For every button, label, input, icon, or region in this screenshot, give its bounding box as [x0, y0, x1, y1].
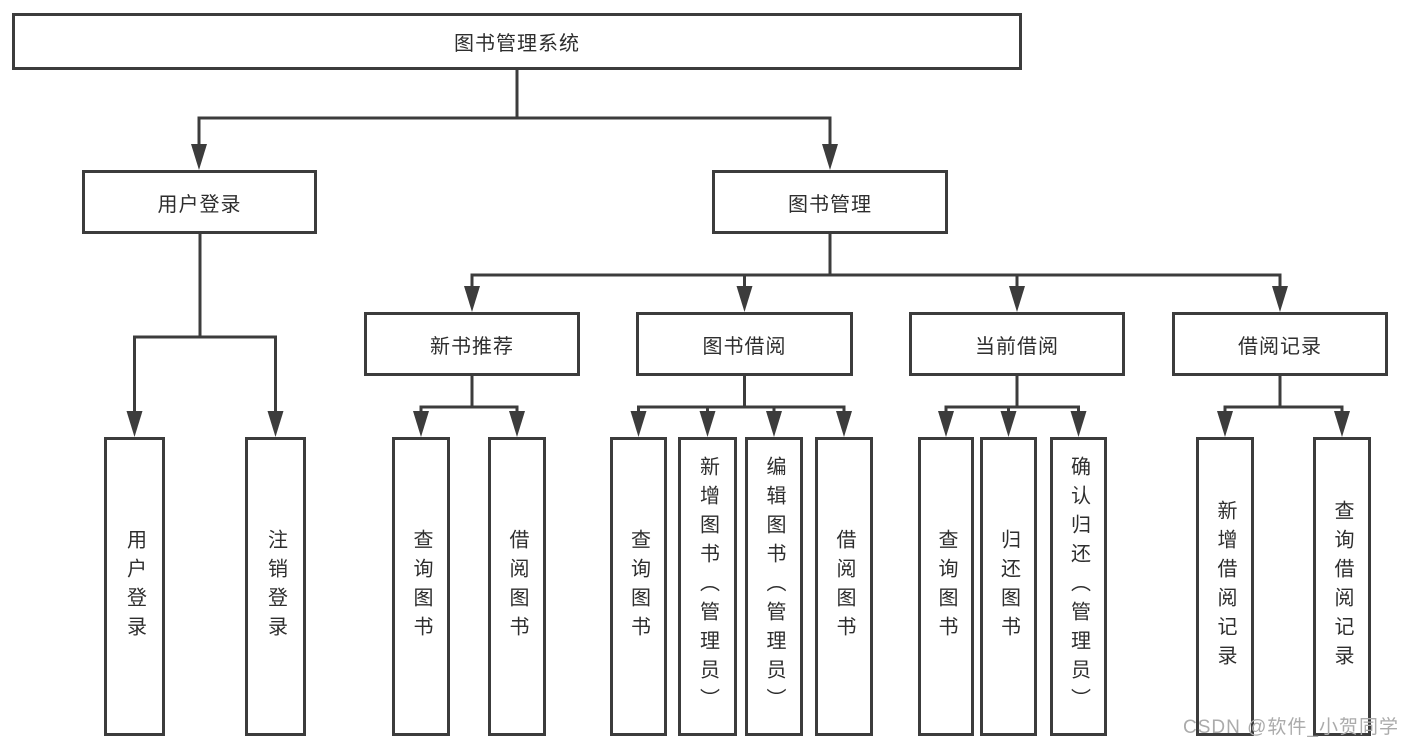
csdn-watermark: CSDN @软件_小贺同学 — [1183, 717, 1399, 738]
connector-current-borrowing-to-leaves — [944, 376, 1080, 414]
arrowhead — [464, 286, 480, 312]
node-book-management: 图书管理 — [712, 170, 948, 234]
connector-root-to-level2 — [197, 70, 832, 147]
node-label: 借阅记录 — [1238, 335, 1322, 358]
node-label: 新增图书（管理员） — [696, 456, 719, 717]
arrowhead — [126, 411, 143, 437]
node-label: 确认归还（管理员） — [1067, 456, 1090, 717]
node-label: 当前借阅 — [975, 335, 1059, 358]
connector-book-management-to-level3 — [470, 234, 1282, 289]
node-label: 注销登录 — [264, 528, 287, 645]
leaf-add-borrow-record: 新增借阅记录 — [1196, 437, 1254, 736]
arrowhead — [1009, 286, 1025, 312]
node-label: 查询图书 — [935, 528, 957, 645]
node-current-borrowing: 当前借阅 — [909, 312, 1125, 376]
node-label: 借阅图书 — [506, 528, 528, 645]
arrowhead — [191, 144, 207, 170]
leaf-borrow-books-borrowing: 借阅图书 — [815, 437, 873, 736]
leaf-query-books-current: 查询图书 — [918, 437, 974, 736]
arrowhead — [822, 144, 838, 170]
arrowhead — [1272, 286, 1288, 312]
node-label: 新书推荐 — [430, 335, 514, 358]
node-label: 新增借阅记录 — [1214, 499, 1236, 674]
node-label: 图书借阅 — [702, 335, 787, 358]
arrowhead — [938, 411, 954, 437]
connector-borrowing-records-to-leaves — [1223, 376, 1344, 414]
arrowhead — [766, 411, 782, 437]
arrowhead — [1000, 411, 1017, 437]
arrowhead — [699, 411, 716, 437]
node-label: 图书管理 — [788, 193, 872, 216]
node-user-login: 用户登录 — [82, 170, 317, 234]
node-label: 用户登录 — [123, 528, 146, 645]
node-label: 图书管理系统 — [454, 33, 580, 55]
node-label: 借阅图书 — [833, 528, 855, 645]
node-new-book-recommend: 新书推荐 — [364, 312, 580, 376]
leaf-user-login: 用户登录 — [104, 437, 165, 736]
arrowhead — [630, 411, 647, 437]
arrowhead — [1217, 411, 1233, 437]
leaf-query-borrow-record: 查询借阅记录 — [1313, 437, 1371, 736]
arrowhead — [1070, 411, 1087, 437]
node-label: 查询借阅记录 — [1331, 499, 1353, 674]
arrowhead — [1334, 411, 1350, 437]
leaf-return-books: 归还图书 — [980, 437, 1037, 736]
connector-book-borrowing-to-leaves — [637, 376, 846, 414]
node-label: 用户登录 — [157, 193, 242, 216]
arrowhead — [836, 411, 852, 437]
arrowhead — [736, 286, 753, 312]
leaf-query-books-borrowing: 查询图书 — [610, 437, 667, 736]
arrowhead — [413, 411, 429, 437]
connector-user-login-to-leaves — [133, 234, 277, 414]
node-borrowing-records: 借阅记录 — [1172, 312, 1388, 376]
arrowhead — [267, 411, 284, 437]
connector-new-book-recommend-to-leaves — [419, 376, 519, 414]
leaf-add-book-admin: 新增图书（管理员） — [678, 437, 737, 736]
node-library-management-system: 图书管理系统 — [12, 13, 1022, 70]
node-label: 编辑图书（管理员） — [763, 456, 785, 717]
leaf-borrow-books-recommend: 借阅图书 — [488, 437, 546, 736]
node-label: 查询图书 — [627, 528, 650, 645]
leaf-confirm-return-admin: 确认归还（管理员） — [1050, 437, 1107, 736]
node-label: 归还图书 — [997, 528, 1020, 645]
leaf-query-books-recommend: 查询图书 — [392, 437, 450, 736]
leaf-logout: 注销登录 — [245, 437, 306, 736]
node-label: 查询图书 — [410, 528, 432, 645]
node-book-borrowing: 图书借阅 — [636, 312, 853, 376]
leaf-edit-book-admin: 编辑图书（管理员） — [745, 437, 803, 736]
arrowhead — [509, 411, 525, 437]
